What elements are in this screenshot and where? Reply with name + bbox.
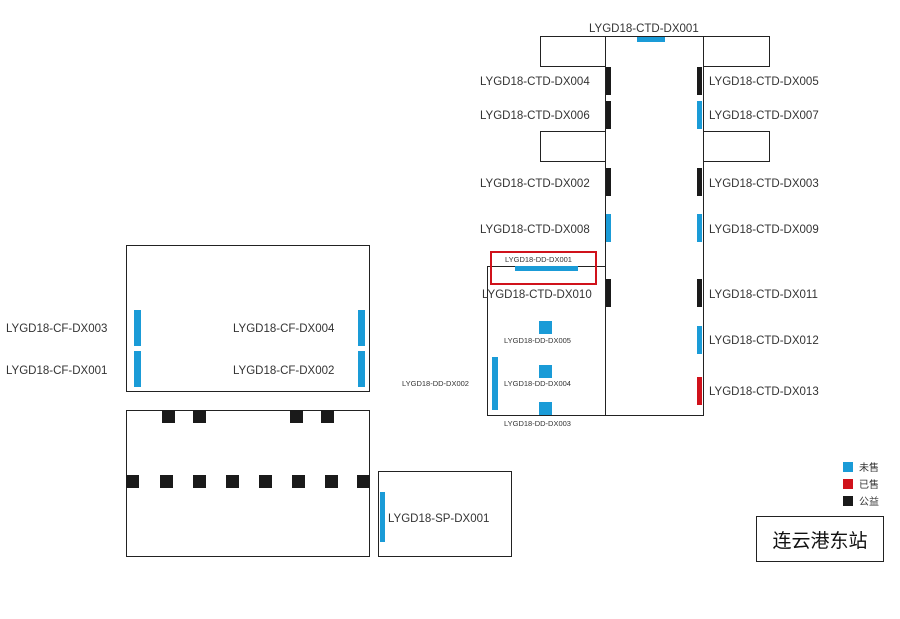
- legend-swatch-black: [843, 495, 853, 506]
- legend-swatch-blue: [843, 461, 853, 472]
- label-cf-dx003: LYGD18-CF-DX003: [6, 323, 108, 335]
- ctd-mid-left-wing: [540, 131, 606, 162]
- pillar: [160, 475, 173, 488]
- label-cf-dx004: LYGD18-CF-DX004: [233, 323, 335, 335]
- ad-spot-ctd-dx006[interactable]: [606, 101, 611, 129]
- ad-spot-ctd-dx012[interactable]: [697, 326, 702, 354]
- ad-spot-cf-dx002[interactable]: [358, 351, 365, 387]
- ad-spot-ctd-dx005[interactable]: [697, 67, 702, 95]
- label-ctd-dx004: LYGD18-CTD-DX004: [480, 76, 590, 88]
- ad-spot-cf-dx001[interactable]: [134, 351, 141, 387]
- ad-spot-ctd-dx010[interactable]: [606, 279, 611, 307]
- sp-room: [378, 471, 512, 557]
- label-dd-dx001: LYGD18-DD-DX001: [505, 255, 572, 264]
- ad-spot-ctd-dx001[interactable]: [637, 37, 665, 42]
- ad-spot-ctd-dx007[interactable]: [697, 101, 702, 129]
- ad-spot-dd-dx003[interactable]: [539, 402, 552, 415]
- label-sp-dx001: LYGD18-SP-DX001: [388, 513, 490, 525]
- legend-label: 未售: [859, 463, 879, 474]
- legend-label: 公益: [859, 497, 879, 508]
- label-ctd-dx006: LYGD18-CTD-DX006: [480, 110, 590, 122]
- ad-spot-ctd-dx011[interactable]: [697, 279, 702, 307]
- label-cf-dx002: LYGD18-CF-DX002: [233, 365, 335, 377]
- label-ctd-dx005: LYGD18-CTD-DX005: [709, 76, 819, 88]
- ad-spot-ctd-dx009[interactable]: [697, 214, 702, 242]
- pillar: [325, 475, 338, 488]
- ad-spot-ctd-dx008[interactable]: [606, 214, 611, 242]
- pillar: [259, 475, 272, 488]
- ad-spot-dd-dx005[interactable]: [539, 321, 552, 334]
- label-ctd-dx002: LYGD18-CTD-DX002: [480, 178, 590, 190]
- label-ctd-dx012: LYGD18-CTD-DX012: [709, 335, 819, 347]
- legend-label: 已售: [859, 480, 879, 491]
- ctd-top-right-wing: [703, 36, 770, 67]
- ad-spot-ctd-dx004[interactable]: [606, 67, 611, 95]
- pillar: [321, 410, 334, 423]
- pillar: [290, 410, 303, 423]
- legend-public: 公益: [843, 493, 879, 508]
- ad-spot-cf-dx004[interactable]: [358, 310, 365, 346]
- legend-unsold: 未售: [843, 459, 879, 474]
- ad-spot-dd-dx001[interactable]: [515, 266, 578, 271]
- ctd-top-left-wing: [540, 36, 606, 67]
- station-name-text: 连云港东站: [772, 529, 868, 552]
- label-ctd-dx001: LYGD18-CTD-DX001: [589, 23, 699, 35]
- pillar: [162, 410, 175, 423]
- label-ctd-dx011: LYGD18-CTD-DX011: [709, 289, 818, 301]
- ad-spot-ctd-dx013[interactable]: [697, 377, 702, 405]
- ad-spot-cf-dx003[interactable]: [134, 310, 141, 346]
- ad-spot-ctd-dx003[interactable]: [697, 168, 702, 196]
- label-cf-dx001: LYGD18-CF-DX001: [6, 365, 108, 377]
- label-ctd-dx010: LYGD18-CTD-DX010: [482, 289, 592, 301]
- ad-spot-sp-dx001[interactable]: [380, 492, 385, 542]
- label-ctd-dx009: LYGD18-CTD-DX009: [709, 224, 819, 236]
- label-dd-dx002: LYGD18-DD-DX002: [402, 379, 469, 388]
- label-ctd-dx007: LYGD18-CTD-DX007: [709, 110, 819, 122]
- label-ctd-dx008: LYGD18-CTD-DX008: [480, 224, 590, 236]
- ad-spot-dd-dx004[interactable]: [539, 365, 552, 378]
- label-ctd-dx013: LYGD18-CTD-DX013: [709, 386, 819, 398]
- pillar: [193, 410, 206, 423]
- highlight-box: [490, 251, 597, 285]
- label-dd-dx003: LYGD18-DD-DX003: [504, 419, 571, 428]
- ad-spot-ctd-dx002[interactable]: [606, 168, 611, 196]
- pillar: [193, 475, 206, 488]
- pillar: [292, 475, 305, 488]
- legend-sold: 已售: [843, 476, 879, 491]
- label-dd-dx004: LYGD18-DD-DX004: [504, 379, 571, 388]
- label-ctd-dx003: LYGD18-CTD-DX003: [709, 178, 819, 190]
- ad-spot-dd-dx002[interactable]: [492, 357, 498, 410]
- cf-room: [126, 245, 370, 392]
- pillar: [226, 475, 239, 488]
- station-name: 连云港东站: [756, 516, 884, 562]
- pillar: [357, 475, 370, 488]
- legend-swatch-red: [843, 478, 853, 489]
- label-dd-dx005: LYGD18-DD-DX005: [504, 336, 571, 345]
- ctd-mid-right-wing: [703, 131, 770, 162]
- ctd-corridor: [605, 36, 704, 416]
- pillar: [126, 475, 139, 488]
